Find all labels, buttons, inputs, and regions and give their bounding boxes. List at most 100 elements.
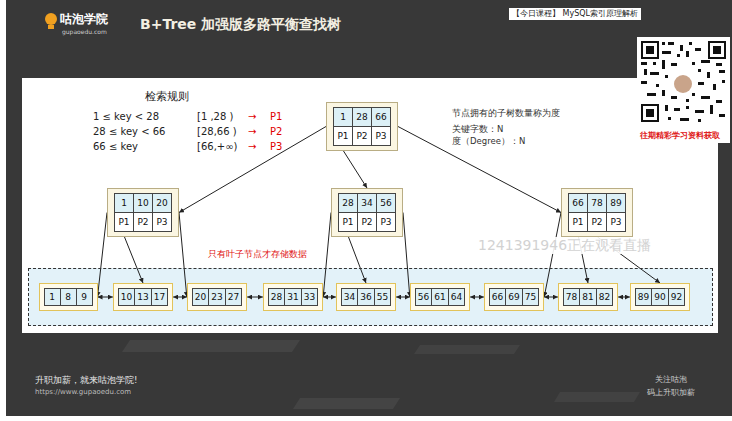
key-cell: 28: [339, 194, 358, 213]
degree-note: 度（Degree）：N: [452, 136, 525, 146]
cell-grid: 101317: [118, 288, 168, 306]
rule-arrow: →: [248, 111, 256, 123]
key-cell: 82: [597, 289, 613, 306]
logo-bulb: [45, 13, 57, 25]
qr-finder: [646, 109, 654, 117]
leaf-link: [618, 297, 630, 298]
footer-stripe: [414, 345, 520, 354]
key-cell: 66: [490, 289, 506, 306]
qr-finder: [710, 43, 724, 57]
key-cell: 61: [432, 289, 448, 306]
leaf-link: [396, 297, 410, 298]
rule-pointer: P3: [270, 141, 282, 153]
qr-caption: 往期精彩学习资料获取: [640, 131, 720, 141]
leaf-node: 666975: [484, 283, 544, 311]
leaf-link: [323, 297, 336, 298]
dark-frame: [6, 0, 732, 416]
key-cell: 10: [134, 194, 153, 213]
cell-grid: 11020P1P2P3: [114, 193, 172, 232]
pointer-cell: P3: [607, 213, 626, 232]
child-pointer: [98, 213, 108, 298]
qr-avatar-ring: [672, 73, 694, 95]
qr-finder: [713, 46, 721, 54]
key-cell: 33: [302, 289, 318, 306]
degree-note: 节点拥有的子树数量称为度: [452, 108, 560, 118]
qr-finder: [708, 41, 726, 59]
cell-grid: 899092: [635, 288, 685, 306]
slide-title: B+Tree 加强版多路平衡查找树: [140, 16, 341, 33]
key-cell: 20: [153, 194, 172, 213]
cell-grid: 788182: [563, 288, 613, 306]
key-cell: 31: [285, 289, 301, 306]
leaf-node: 788182: [558, 283, 618, 311]
leaf-link: [470, 297, 484, 298]
child-pointer: [179, 127, 326, 213]
key-cell: 36: [358, 289, 374, 306]
key-cell: 23: [209, 289, 225, 306]
footer-slogan: 升职加薪，就来咕泡学院!: [35, 375, 137, 385]
footer-stripe: [293, 398, 400, 409]
watermark: 1241391946正在观看直播: [478, 237, 651, 254]
key-cell: 1: [334, 108, 353, 127]
qr-modules: [641, 42, 725, 122]
pointer-cell: P1: [339, 213, 358, 232]
key-cell: 69: [506, 289, 522, 306]
child-pointer: [323, 213, 331, 298]
key-cell: 56: [377, 194, 396, 213]
key-cell: 9: [77, 289, 93, 306]
rules-heading: 检索规则: [145, 90, 189, 103]
key-cell: 10: [119, 289, 135, 306]
leaf-node: 202327: [187, 283, 247, 311]
leaf-node: 343655: [336, 283, 396, 311]
qr-finder: [641, 104, 659, 122]
key-cell: 28: [353, 108, 372, 127]
key-cell: 64: [449, 289, 465, 306]
child-pointer: [398, 127, 561, 213]
pointer-cell: P1: [569, 213, 588, 232]
leaf-node: 283133: [263, 283, 323, 311]
child-pointer: [344, 151, 368, 188]
pointer-cell: P2: [134, 213, 153, 232]
qr-finder: [643, 106, 657, 120]
pointer-cell: P1: [115, 213, 134, 232]
rule-pointer: P2: [270, 126, 282, 138]
cell-grid: 12866P1P2P3: [333, 107, 391, 146]
key-cell: 8: [61, 289, 77, 306]
leaf-link: [173, 297, 187, 298]
key-cell: 66: [372, 108, 391, 127]
footer-stripe: [122, 340, 300, 352]
key-cell: 13: [135, 289, 151, 306]
index-node: 11020P1P2P3: [107, 188, 179, 237]
key-cell: 56: [416, 289, 432, 306]
key-cell: 17: [152, 289, 168, 306]
leaf-node: 101317: [113, 283, 173, 311]
qr-finder: [641, 41, 659, 59]
rule-range: 1 ≤ key < 28: [93, 111, 159, 123]
leaf-link: [98, 297, 113, 298]
key-cell: 1: [45, 289, 61, 306]
footer-follow: 关注咕泡: [655, 375, 687, 385]
child-pointer: [125, 237, 143, 283]
logo-text: 咕泡学院: [60, 12, 108, 26]
key-cell: 89: [636, 289, 652, 306]
footer-stripe: [554, 392, 640, 402]
key-cell: 78: [564, 289, 580, 306]
logo-domain: gupaoedu.com: [62, 28, 107, 35]
child-pointer: [179, 213, 187, 298]
key-cell: 90: [652, 289, 668, 306]
rule-arrow: →: [248, 126, 256, 138]
cell-grid: 667889P1P2P3: [568, 193, 626, 232]
key-cell: 78: [588, 194, 607, 213]
pointer-cell: P3: [377, 213, 396, 232]
leaf-band-fill: [28, 268, 713, 326]
key-cell: 92: [669, 289, 685, 306]
qr-avatar: [674, 75, 692, 93]
key-cell: 75: [523, 289, 539, 306]
slide-panel: [22, 78, 718, 333]
footer-url: https://www.gupaoedu.com: [35, 388, 131, 396]
key-cell: 81: [580, 289, 596, 306]
pointer-cell: P2: [353, 127, 372, 146]
key-cell: 34: [358, 194, 377, 213]
index-node: 667889P1P2P3: [561, 188, 633, 237]
